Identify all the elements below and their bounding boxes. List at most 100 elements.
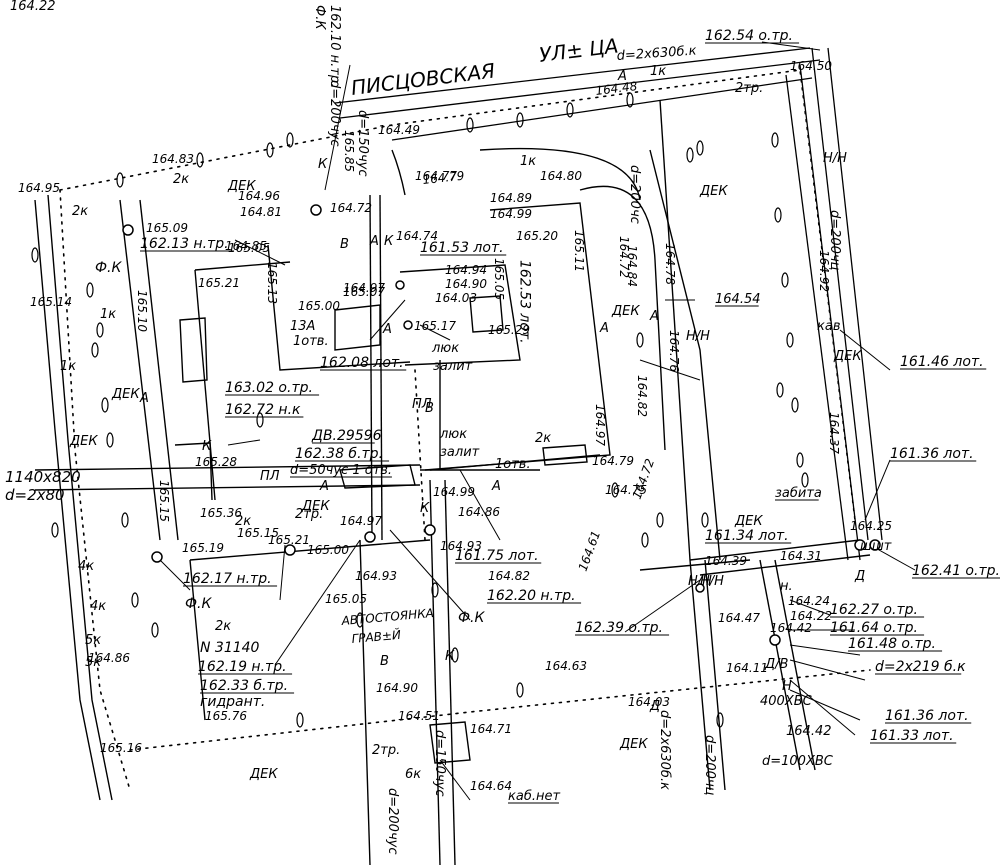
map-symbol-label: Н/Н: [823, 151, 847, 166]
elevation-mark: 164.78: [663, 243, 677, 285]
map-symbol-label: ПЛ: [412, 397, 432, 412]
callout-label: d=200чус: [385, 788, 400, 854]
elevation-mark: 164.93: [355, 569, 397, 583]
elevation-mark: 164.48: [595, 79, 639, 98]
callout-label: d=200чс: [627, 165, 642, 224]
map-symbol-label: В: [340, 237, 349, 252]
callout-label: 162.33 б.тр.: [200, 678, 288, 694]
tree-icon: [641, 532, 649, 548]
tree-icon: [196, 152, 204, 168]
map-symbol-label: н.: [780, 579, 793, 594]
callout-label: 161.75 лот.: [455, 548, 539, 564]
map-symbol-label: ДЕК: [619, 737, 648, 752]
elevation-mark: 164.64: [470, 779, 512, 793]
elevation-mark: 164.61: [576, 529, 604, 573]
tree-icon: [781, 272, 789, 288]
elevation-mark: 164.50: [790, 59, 832, 73]
callout-label: АВТОСТОЯНКА: [340, 606, 434, 628]
map-symbol-label: 13А: [290, 319, 315, 334]
elevation-mark: 165.20: [516, 229, 558, 243]
map-symbol-label: d=100ХВС: [762, 754, 834, 769]
leader-lines: [159, 41, 916, 801]
map-symbol-label: 164.22: [10, 0, 56, 14]
map-symbol-label: ДЕК: [69, 434, 98, 449]
tree-icon: [771, 132, 779, 148]
map-symbol-label: К: [202, 439, 212, 454]
map-symbol-label: 1к: [100, 307, 116, 322]
callout-label: 162.08 лот.: [320, 355, 404, 371]
callout-label: Ф.К: [458, 610, 486, 626]
elevation-mark: 164.24: [788, 594, 830, 608]
map-symbol-label: А: [599, 321, 609, 336]
callout-label: забита: [775, 486, 822, 501]
elevation-mark: 164.81: [240, 205, 282, 219]
elevation-mark: 164.97: [343, 281, 385, 295]
elevation-mark: 165.05: [228, 241, 270, 255]
tree-icon: [266, 142, 274, 158]
callout-label: d=150чус: [355, 110, 370, 176]
elevation-mark: 164.93: [440, 539, 482, 553]
elevation-mark: 165.15: [157, 480, 171, 522]
map-symbol-label: 2тр.: [295, 507, 323, 522]
callout-label: 162.53 лот.: [516, 260, 532, 344]
tree-icon: [696, 140, 704, 156]
map-symbol-label: А: [617, 69, 627, 84]
map-symbol-label: Н/Н: [688, 574, 712, 589]
elevation-mark: 164.72: [617, 236, 631, 278]
callout-label: 162.72 н.к: [225, 402, 301, 418]
callout-label: люк: [439, 427, 467, 442]
elevation-mark: 164.42: [770, 621, 812, 635]
tree-icon: [791, 397, 799, 413]
map-symbol-label: В: [425, 401, 434, 416]
tree-icon: [151, 622, 159, 638]
map-symbol-label: ДЕК: [699, 184, 728, 199]
elevation-mark: 164.99: [490, 207, 532, 221]
map-symbol-label: 2к: [235, 514, 251, 529]
tree-icon: [516, 682, 524, 698]
map-symbol-label: 4к: [78, 559, 94, 574]
elevation-mark: 164.86: [88, 651, 130, 665]
callout-label: d=50чус 1 отв.: [290, 463, 392, 478]
elevation-mark: 164.90: [376, 681, 418, 695]
elevation-mark: 165.00: [307, 543, 349, 557]
map-symbol-label: 1отв.: [495, 457, 531, 472]
map-symbol-label: ДЕК: [227, 179, 256, 194]
map-symbol-label: ДЕК: [111, 387, 140, 402]
tree-icon: [356, 612, 364, 628]
elevation-mark: 165.05: [325, 592, 367, 606]
map-symbol-label: шшт: [860, 539, 892, 554]
elevation-mark: 164.11: [726, 661, 768, 675]
street-name: ПИСЦОВСКАЯ: [350, 58, 497, 99]
callout-label: 164.54: [715, 292, 761, 307]
map-symbol-label: кав: [817, 319, 840, 334]
elevation-mark: 164.03: [628, 695, 670, 709]
elevation-mark: 164.75: [605, 483, 647, 497]
callout-label: 162.54 о.тр.: [705, 28, 793, 44]
utility-wells: [122, 204, 881, 646]
elevation-mark: 165.14: [30, 295, 72, 309]
map-symbol-label: Н: [782, 679, 792, 694]
map-symbol-label: ДЕК: [833, 349, 862, 364]
tree-icon: [296, 712, 304, 728]
tree-icon: [431, 582, 439, 598]
elevation-mark: 165.19: [182, 541, 224, 555]
map-symbol-label: ДЕК: [734, 514, 763, 529]
map-symbol-label: Н/Н: [686, 329, 710, 344]
callout-label: 162.41 о.тр.: [912, 563, 1000, 579]
elevation-mark: 164.83: [152, 152, 194, 166]
elevation-mark: 165.00: [298, 299, 340, 313]
callout-label: 162.20 н.тр.: [487, 588, 576, 604]
tree-icon: [801, 472, 809, 488]
elevation-mark: 165.15: [237, 526, 279, 540]
elevation-mark: 164.25: [850, 519, 892, 533]
map-symbol-label: 2к: [173, 172, 189, 187]
elevation-mark: 165.85: [342, 130, 356, 172]
elevation-mark: 165.13: [265, 262, 279, 304]
callout-label: люк: [431, 341, 459, 356]
tree-icon: [131, 592, 139, 608]
elevation-labels: 164.95164.83165.14164.86165.16165.10164.…: [18, 59, 892, 793]
elevation-mark: 164.96: [238, 189, 280, 203]
tree-icon: [31, 247, 39, 263]
